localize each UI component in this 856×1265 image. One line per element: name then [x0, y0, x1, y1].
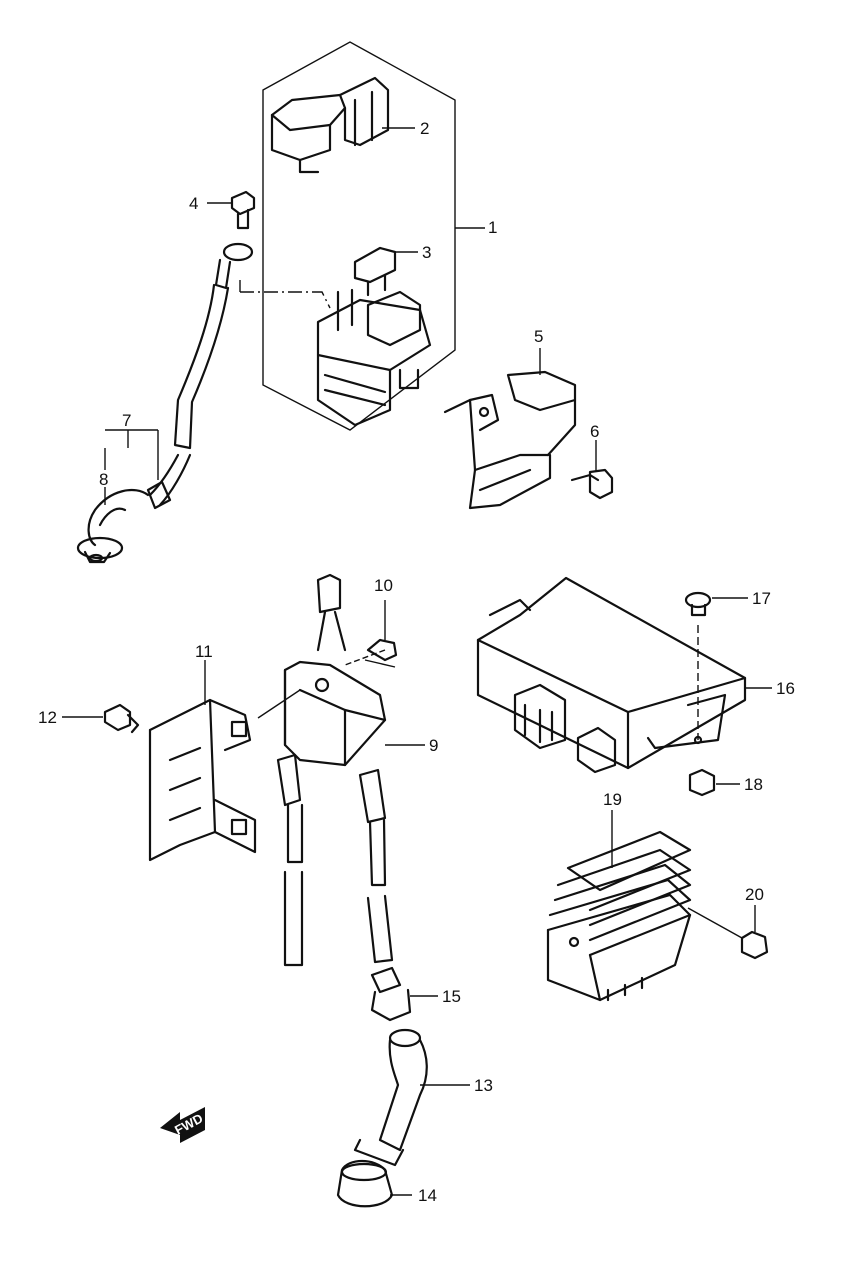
callout-17: 17	[752, 589, 771, 608]
callout-15: 15	[442, 987, 461, 1006]
ground-wire-part-7	[146, 242, 254, 510]
callout-4: 4	[189, 194, 198, 213]
relay-body-part-1	[316, 288, 432, 427]
forward-direction-arrow: FWD	[160, 1107, 205, 1143]
callout-8: 8	[99, 470, 108, 489]
callout-11: 11	[195, 642, 213, 661]
screw-part-10	[366, 638, 398, 662]
nut-part-18	[688, 768, 716, 797]
callout-13: 13	[474, 1076, 493, 1095]
callout-18: 18	[744, 775, 763, 794]
screw-part-17	[684, 591, 712, 740]
callout-2: 2	[420, 119, 429, 138]
callout-14: 14	[418, 1186, 437, 1205]
regulator-part-19	[546, 830, 692, 1002]
fuse-part-3	[353, 246, 397, 297]
plug-cap-part-15	[370, 966, 412, 1022]
ecu-unit-part-16	[476, 576, 747, 774]
ignition-coil-part-9	[276, 573, 394, 967]
assembly-outline-1	[262, 41, 456, 431]
bolt-part-12	[103, 703, 140, 734]
leader-lines	[62, 127, 772, 1196]
callout-7: 7	[122, 411, 131, 430]
plug-boot-part-13	[353, 1028, 428, 1167]
callout-12: 12	[38, 708, 57, 727]
bracket-part-5	[443, 370, 577, 510]
relay-cover-part-2	[270, 76, 390, 174]
bolt-part-4	[230, 190, 256, 230]
callout-6: 6	[590, 422, 599, 441]
callout-10: 10	[374, 576, 393, 595]
coil-bracket-part-11	[148, 698, 257, 862]
screw-part-20	[740, 930, 769, 960]
callout-20: 20	[745, 885, 764, 904]
callout-3: 3	[422, 243, 431, 262]
cap-part-14	[336, 1159, 394, 1208]
callout-9: 9	[429, 736, 438, 755]
bolt-part-6	[570, 468, 614, 500]
callout-19: 19	[603, 790, 622, 809]
callout-16: 16	[776, 679, 795, 698]
callout-1: 1	[488, 218, 497, 237]
callout-5: 5	[534, 327, 543, 346]
terminal-boot-part-8	[76, 488, 150, 564]
